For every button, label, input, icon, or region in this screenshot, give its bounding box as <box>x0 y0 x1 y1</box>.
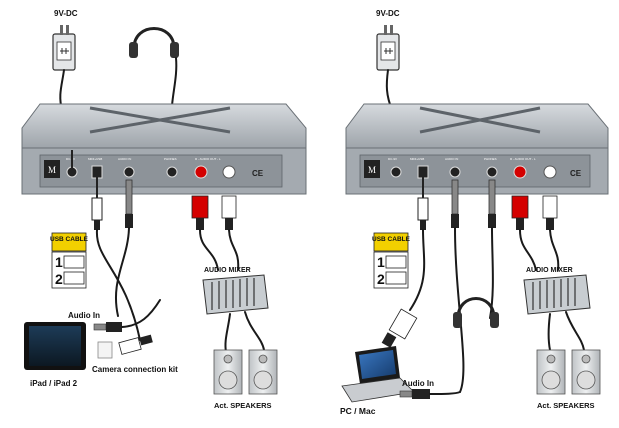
audio-in-jack: Audio In <box>399 379 461 399</box>
usb-cable-legend: USB CABLE 1 2 <box>372 232 411 289</box>
svg-text:CE: CE <box>252 169 264 178</box>
port-usb-label: MIDI+USB <box>88 157 102 161</box>
usb-plug-to-pc <box>381 308 418 348</box>
port-phones-label: PHONES <box>484 157 497 161</box>
brand-logo: M <box>368 165 376 175</box>
interface-device: M DC-9V MIDI+USB AUDIO IN PHONES R - AUD… <box>345 103 609 195</box>
usb-cable-label: USB CABLE <box>372 236 411 243</box>
port-audio-in-label: AUDIO IN <box>118 157 131 161</box>
audio-mixer: AUDIO MIXER <box>202 267 269 353</box>
audio-out-r-plug <box>191 195 219 271</box>
audio-in-label: Audio In <box>402 379 434 388</box>
usb-option-2: 2 <box>377 271 385 287</box>
camera-kit-label: Camera connection kit <box>92 365 178 374</box>
power-adapter: 9V-DC <box>52 9 78 111</box>
phones-plug <box>488 179 496 319</box>
power-label: 9V-DC <box>376 9 400 18</box>
audio-mixer: AUDIO MIXER <box>523 267 591 351</box>
mixer-label: AUDIO MIXER <box>526 267 573 274</box>
port-usb-label: MIDI+USB <box>410 157 424 161</box>
usb-plug <box>409 197 429 311</box>
audio-in-jack: Audio In <box>68 299 161 332</box>
audio-out-r-plug <box>511 195 537 271</box>
ipad-label: iPad / iPad 2 <box>30 379 78 388</box>
active-speakers: Act. SPEAKERS <box>536 349 601 410</box>
pc-label: PC / Mac <box>340 406 376 416</box>
usb-option-2: 2 <box>55 271 63 287</box>
mixer-label: AUDIO MIXER <box>204 267 251 274</box>
ipad-device: iPad / iPad 2 <box>24 322 86 388</box>
left-setup: 9V-DC M DC-9V MIDI+USB AUDIO IN P <box>21 9 307 410</box>
camera-connection-kit: Camera connection kit <box>92 334 178 374</box>
port-out-label: R - AUDIO OUT - L <box>510 157 536 161</box>
port-audio-in-label: AUDIO IN <box>445 157 458 161</box>
audio-in-plug <box>114 179 133 317</box>
interface-device: M DC-9V MIDI+USB AUDIO IN PHONES R - AUD… <box>21 103 307 195</box>
port-phones-label: PHONES <box>164 157 177 161</box>
laptop-device: PC / Mac <box>340 346 415 416</box>
audio-out-l-plug <box>221 195 240 271</box>
right-setup: 9V-DC M DC-9V MIDI+USB AUDIO IN PHONES R… <box>340 9 609 416</box>
svg-text:CE: CE <box>570 169 582 178</box>
brand-logo: M <box>48 165 56 175</box>
usb-option-1: 1 <box>377 254 385 270</box>
audio-in-plug <box>451 179 465 393</box>
port-out-label: R - AUDIO OUT - L <box>195 157 221 161</box>
port-dc-label: DC-9V <box>388 157 397 161</box>
audio-in-label: Audio In <box>68 311 100 320</box>
speakers-label: Act. SPEAKERS <box>214 401 272 410</box>
active-speakers: Act. SPEAKERS <box>213 349 278 410</box>
port-dc-label: DC-9V <box>66 157 75 161</box>
usb-option-1: 1 <box>55 254 63 270</box>
power-adapter: 9V-DC <box>376 9 400 111</box>
headphones-icon <box>453 297 499 328</box>
audio-out-l-plug <box>542 195 560 271</box>
power-label: 9V-DC <box>54 9 78 18</box>
speakers-label: Act. SPEAKERS <box>537 401 595 410</box>
usb-cable-legend: USB CABLE 1 2 <box>50 232 89 289</box>
usb-cable-label: USB CABLE <box>50 236 89 243</box>
